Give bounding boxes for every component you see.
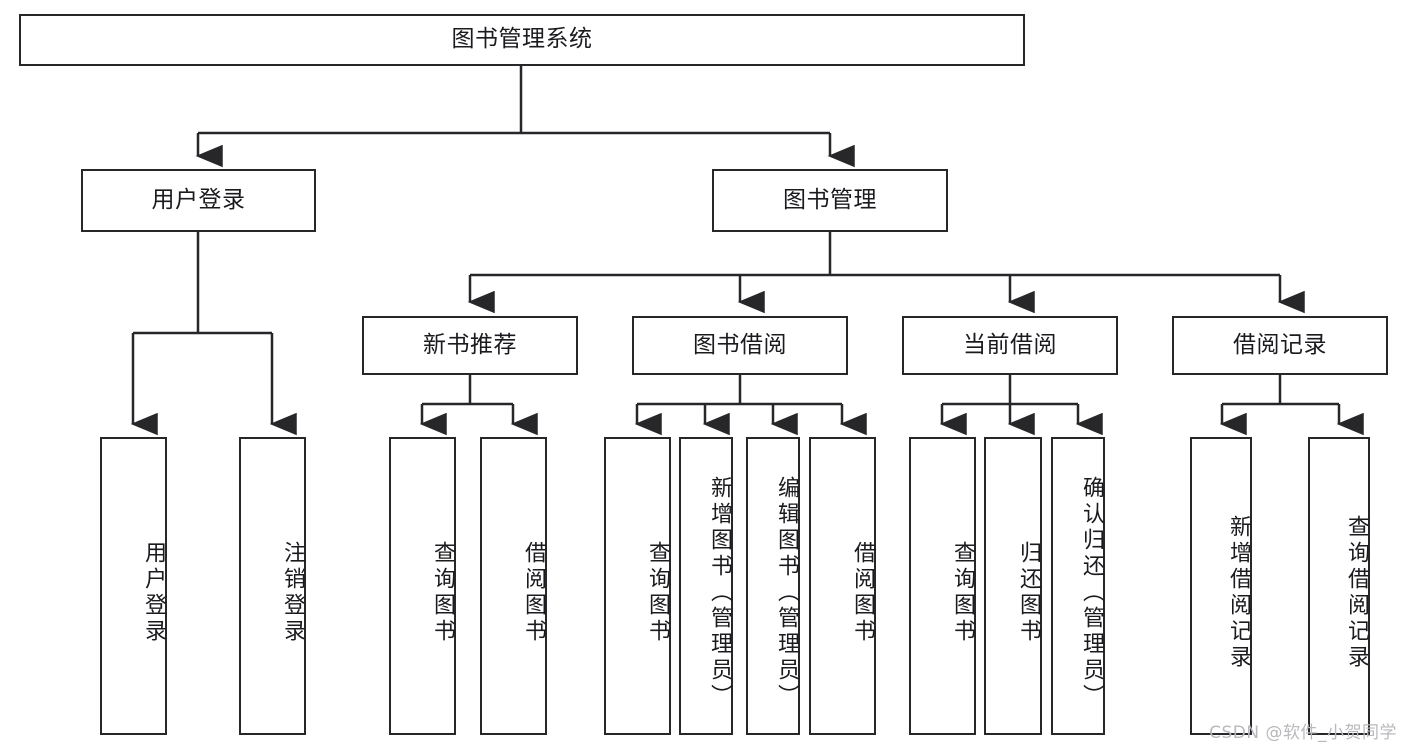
node-label: 查询图书: [645, 541, 670, 645]
node-label: 图书借阅: [693, 331, 787, 358]
leaf-query-books-recommend[interactable]: 查询图书: [389, 437, 456, 735]
leaf-query-borrowing-record[interactable]: 查询借阅记录: [1308, 437, 1370, 735]
node-label: 归还图书: [1016, 541, 1041, 645]
leaf-add-book-admin[interactable]: 新增图书（管理员）: [679, 437, 733, 735]
leaf-add-borrowing-record[interactable]: 新增借阅记录: [1190, 437, 1252, 735]
node-label: 图书管理系统: [451, 26, 593, 53]
leaf-query-books-current[interactable]: 查询图书: [909, 437, 976, 735]
node-label: 用户登录: [151, 186, 246, 213]
node-label: 新书推荐: [423, 331, 517, 358]
node-label: 借阅记录: [1233, 331, 1327, 358]
node-new-book-recommendation[interactable]: 新书推荐: [362, 316, 578, 375]
node-book-management[interactable]: 图书管理: [712, 169, 948, 232]
node-label: 新增图书（管理员）: [707, 476, 732, 710]
node-user-login[interactable]: 用户登录: [81, 169, 316, 232]
node-label: 新增借阅记录: [1226, 515, 1251, 671]
leaf-edit-book-admin[interactable]: 编辑图书（管理员）: [746, 437, 800, 735]
node-label: 查询借阅记录: [1344, 515, 1369, 671]
node-label: 查询图书: [430, 541, 455, 645]
node-current-borrowing[interactable]: 当前借阅: [902, 316, 1118, 375]
node-label: 查询图书: [950, 541, 975, 645]
leaf-return-books[interactable]: 归还图书: [984, 437, 1042, 735]
leaf-logout[interactable]: 注销登录: [239, 437, 306, 735]
node-label: 注销登录: [280, 541, 305, 645]
node-root-book-management-system[interactable]: 图书管理系统: [19, 14, 1025, 66]
node-label: 确认归还（管理员）: [1079, 476, 1104, 710]
node-label: 借阅图书: [521, 541, 546, 645]
leaf-borrow-books-recommend[interactable]: 借阅图书: [480, 437, 547, 735]
leaf-borrow-books-borrowing[interactable]: 借阅图书: [809, 437, 876, 735]
leaf-user-login[interactable]: 用户登录: [100, 437, 167, 735]
leaf-confirm-return-admin[interactable]: 确认归还（管理员）: [1051, 437, 1105, 735]
csdn-watermark: CSDN @软件_小贺同学: [1209, 723, 1397, 743]
node-label: 用户登录: [141, 541, 166, 645]
node-book-borrowing[interactable]: 图书借阅: [632, 316, 848, 375]
node-label: 当前借阅: [963, 331, 1057, 358]
node-label: 借阅图书: [850, 541, 875, 645]
node-label: 图书管理: [783, 186, 877, 213]
node-label: 编辑图书（管理员）: [774, 476, 799, 710]
node-borrowing-records[interactable]: 借阅记录: [1172, 316, 1388, 375]
leaf-query-books-borrowing[interactable]: 查询图书: [604, 437, 671, 735]
